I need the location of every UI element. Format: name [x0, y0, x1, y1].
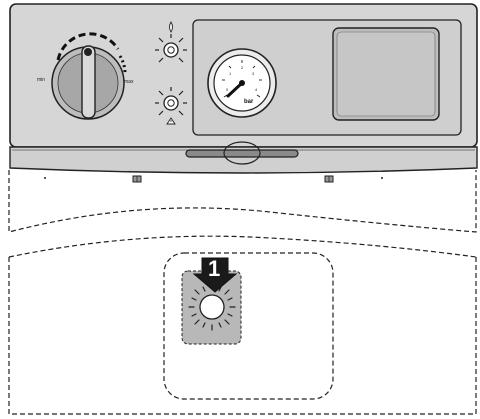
gauge-ticks [222, 60, 262, 98]
vent-dot [44, 177, 46, 179]
gauge-needle [226, 81, 244, 98]
dial-max-label: max [124, 79, 134, 85]
pressure-gauge: 0 1 2 3 4 bar [207, 48, 277, 118]
dial-min-label: min [37, 77, 45, 83]
dial-scale-arc [56, 32, 120, 61]
dial-scale-dots [118, 55, 127, 75]
access-panel-outline [163, 252, 334, 400]
gauge-unit-label: bar [244, 99, 254, 105]
control-panel: min max [9, 3, 478, 183]
gauge-tick-label: 0 [226, 87, 229, 92]
screw-right-icon [324, 175, 334, 183]
gauge-tick-label: 2 [241, 65, 244, 70]
upper-casing-outline [8, 170, 477, 233]
panel-slot [185, 149, 299, 158]
gauge-tick-label: 1 [229, 71, 232, 76]
gauge-tick-label: 3 [252, 71, 255, 76]
vent-dot [381, 177, 383, 179]
casing-outline [8, 170, 477, 415]
burner-indicator-icon [155, 21, 187, 63]
lower-casing-outline [8, 257, 477, 415]
panel-slot-grip [223, 141, 261, 165]
status-lamp-area [181, 270, 242, 345]
temperature-dial[interactable]: min max [37, 32, 134, 120]
display-screen [336, 31, 436, 117]
dial-pointer [81, 45, 96, 119]
gauge-tick-label: 4 [255, 87, 258, 92]
dial-pointer-dot [84, 48, 92, 56]
status-lamp-icon [188, 283, 236, 331]
lower-casing-top-edge [8, 235, 477, 258]
step-number: 1 [208, 256, 220, 281]
gauge-hub [239, 80, 245, 86]
screw-left-icon [132, 175, 142, 183]
arrow-shape [192, 257, 238, 293]
step-arrow-icon: 1 [192, 256, 238, 293]
reset-warning-indicator-icon [155, 87, 187, 125]
panel-lower-strip [9, 146, 478, 174]
